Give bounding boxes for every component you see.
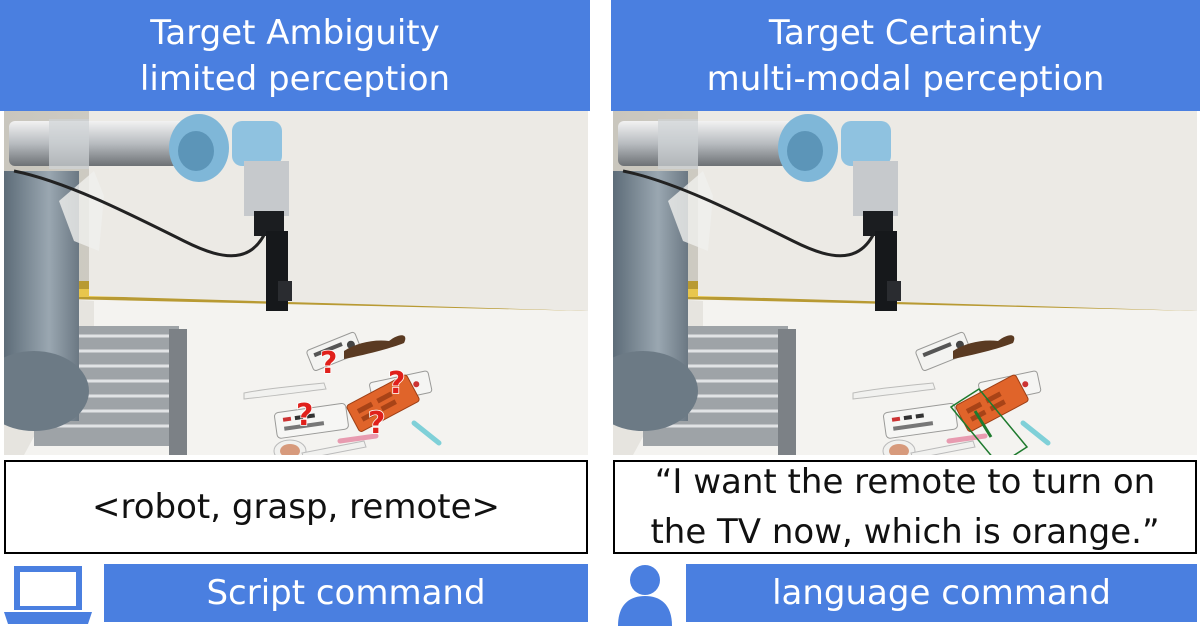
target-highlight-box [949,388,1029,455]
left-title-line1: Target Ambiguity [150,12,440,53]
left-robot-scene: ? ? ? ? [4,111,588,455]
question-marker-2: ? [388,366,405,401]
right-robot-scene [613,111,1197,455]
script-command-box: <robot, grasp, remote> [4,460,588,554]
left-title-line2: limited perception [139,58,451,99]
language-command-line2: the TV now, which is orange.” [650,512,1160,552]
question-marker-4: ? [368,406,385,441]
question-marker-1: ? [320,346,337,381]
language-command-label: language command [686,564,1197,622]
right-title-banner: Target Certainty multi-modal perception [611,0,1200,111]
right-title-line2: multi-modal perception [706,58,1105,99]
language-command-box: “I want the remote to turn on the TV now… [613,460,1197,554]
question-marker-3: ? [296,398,313,433]
laptop-icon [0,562,96,626]
script-command-text: <robot, grasp, remote> [92,487,500,527]
script-command-label: Script command [104,564,588,622]
language-command-line1: “I want the remote to turn on [654,462,1156,502]
right-scene-photo [613,111,1197,455]
left-title-banner: Target Ambiguity limited perception [0,0,590,111]
right-title-line1: Target Certainty [768,12,1043,53]
left-scene-photo: ? ? ? ? [4,111,588,455]
person-icon [612,562,678,626]
